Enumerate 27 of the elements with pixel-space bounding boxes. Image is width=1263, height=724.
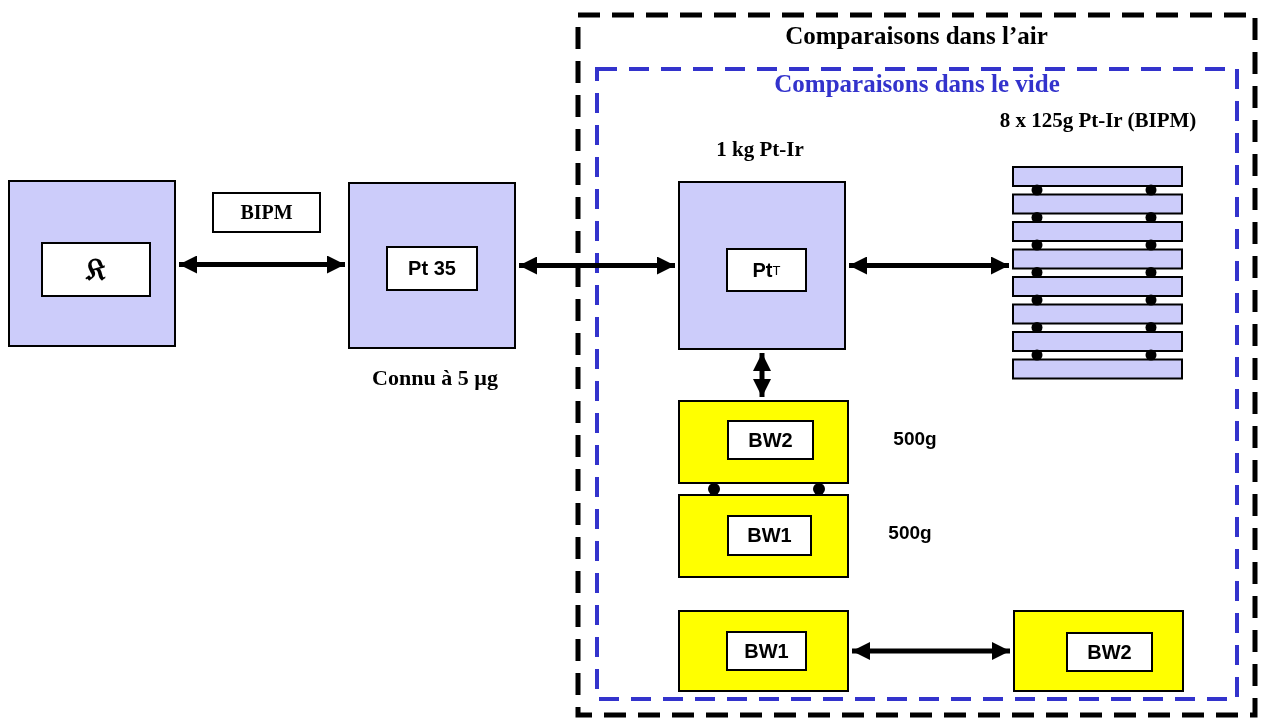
double-arrow [849,256,1009,275]
name-plate: BW1 [727,515,812,556]
weight-block [1013,610,1184,692]
mass-standard-block [8,180,176,347]
group-heading: Comparaisons dans le vide [773,70,1061,98]
node-label: 8 x 125g Pt-Ir (BIPM) [998,108,1198,133]
name-plate: BW1 [726,631,807,671]
mass-standard-block [678,181,846,350]
double-arrow [852,642,1010,660]
weight-block [678,494,849,578]
weight-block [678,400,849,484]
name-plate: BW2 [1066,632,1153,672]
node-label: 500g [887,522,933,544]
mass-standard-block [348,182,516,349]
name-plate: Pt 35 [386,246,478,291]
double-arrow [179,255,345,274]
double-arrow [753,353,771,397]
double-arrow [519,256,675,275]
node-label: 500g [892,428,938,450]
stacked-weights-drawing [1012,166,1183,378]
group-heading: Comparaisons dans l’air [784,22,1049,50]
node-label: Connu à 5 µg [371,365,499,391]
node-label: 1 kg Pt-Ir [715,137,805,162]
label-box: BIPM [212,192,321,233]
weight-block [678,610,849,692]
name-plate: 𝔎 [41,242,151,297]
name-plate: BW2 [727,420,814,460]
